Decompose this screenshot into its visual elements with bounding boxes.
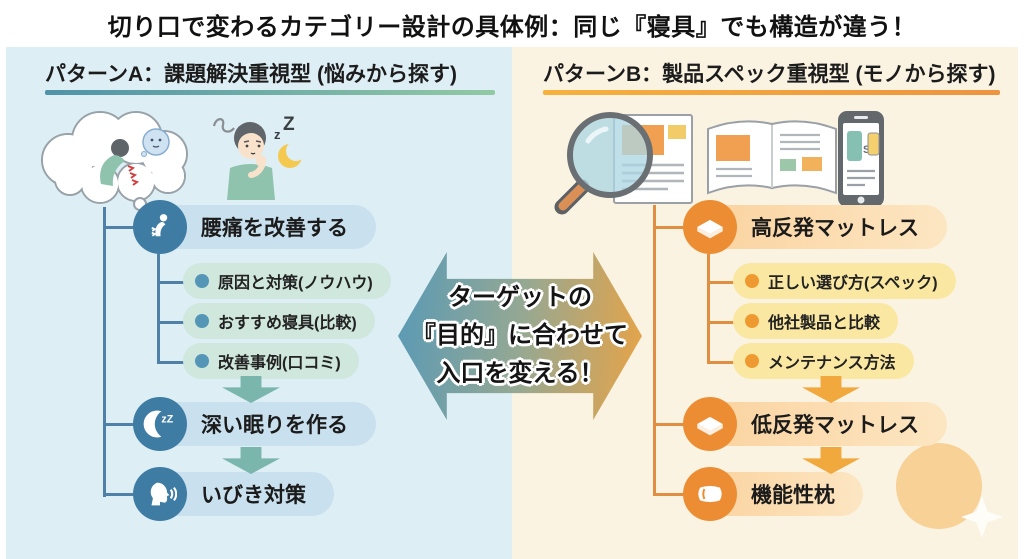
back-pain-person xyxy=(100,139,140,186)
center-arrow: ターゲットの 『目的』に合わせて 入口を変える！ xyxy=(398,252,642,420)
panel-a-underline xyxy=(45,90,495,95)
subcategory-label: メンテナンス方法 xyxy=(768,355,896,372)
subcategory-label: 原因と対策(ノウハウ) xyxy=(218,275,373,292)
sleepy-person-illustration: z Z xyxy=(212,114,306,200)
phone-label: S xyxy=(863,144,870,156)
bullet-dot xyxy=(195,314,209,328)
connector-line xyxy=(103,207,106,497)
panel-a-header: パターンA：課題解決重視型 (悩みから探す) xyxy=(45,63,457,86)
connector-line xyxy=(157,321,187,324)
connector-line xyxy=(653,205,656,495)
mini-thought-bubble xyxy=(141,128,170,157)
mattress-soft-icon xyxy=(683,397,737,451)
subcategory-node: 正しい選び方(スペック) xyxy=(733,263,956,299)
category-node-snoring: いびき対策 xyxy=(133,467,334,521)
subcategory-node: 改善事例(口コミ) xyxy=(183,343,359,379)
moon-zz-label: zZ xyxy=(161,414,173,426)
bullet-dot xyxy=(745,354,759,368)
bullet-dot xyxy=(195,354,209,368)
snore-icon xyxy=(133,467,187,521)
connector-line xyxy=(157,254,160,364)
moon-sleep-icon: zZ xyxy=(133,397,187,451)
connector-line xyxy=(707,361,737,364)
connector-line xyxy=(103,493,141,496)
magnifier-icon xyxy=(554,112,653,215)
subcategory-label: 改善事例(口コミ) xyxy=(218,355,341,372)
connector-line xyxy=(157,281,187,284)
connector-line xyxy=(653,423,691,426)
back-pain-icon xyxy=(133,200,187,254)
bullet-dot xyxy=(745,274,759,288)
sleep-z-big: Z xyxy=(283,114,295,135)
center-arrow-text-line: 『目的』に合わせて xyxy=(412,322,628,349)
panel-b-underline xyxy=(543,90,1000,95)
connector-line xyxy=(103,423,141,426)
thought-cloud-illustration xyxy=(41,111,188,216)
connector-line xyxy=(653,493,691,496)
mattress-firm-icon xyxy=(683,200,737,254)
category-node-back-pain: 腰痛を改善する xyxy=(133,200,376,254)
connector-line xyxy=(707,321,737,324)
moon-illustration xyxy=(278,141,306,168)
category-label: 深い眠りを作る xyxy=(155,402,376,446)
connector-line xyxy=(707,281,737,284)
subcategory-node: おすすめ寝具(比較) xyxy=(183,303,375,339)
bullet-dot xyxy=(745,314,759,328)
subcategory-label: 正しい選び方(スペック) xyxy=(768,275,938,292)
smartphone-illustration: S xyxy=(838,111,884,207)
subcategory-node: 原因と対策(ノウハウ) xyxy=(183,263,391,299)
bullet-dot xyxy=(195,274,209,288)
connector-line xyxy=(707,254,710,364)
category-node-deep-sleep: zZ 深い眠りを作る xyxy=(133,397,376,451)
subcategory-node: 他社製品と比較 xyxy=(733,303,899,339)
category-label: 腰痛を改善する xyxy=(155,205,376,249)
catalog-illustration xyxy=(707,120,837,195)
connector-line xyxy=(103,226,141,229)
connector-line xyxy=(653,226,691,229)
subcategory-label: おすすめ寝具(比較) xyxy=(218,315,357,332)
center-arrow-text-line: ターゲットの xyxy=(448,284,592,311)
product-research-illustration: S xyxy=(554,111,884,215)
category-label: いびき対策 xyxy=(155,472,334,516)
category-label: 低反発マットレス xyxy=(705,402,947,446)
worried-sleepers-illustration: z Z xyxy=(41,111,306,216)
sleep-z-small: z xyxy=(274,127,281,142)
subcategory-node: メンテナンス方法 xyxy=(733,343,914,379)
connector-line xyxy=(157,361,187,364)
subcategory-label: 他社製品と比較 xyxy=(768,315,881,332)
center-arrow-text-line: 入口を変える！ xyxy=(436,360,604,387)
panel-b-header: パターンB：製品スペック重視型 (モノから探す) xyxy=(543,63,996,86)
center-arrow-shape xyxy=(398,252,642,420)
category-node-pillow: 機能性枕 xyxy=(683,467,863,521)
page-title: 切り口で変わるカテゴリー設計の具体例：同じ『寝具』でも構造が違う！ xyxy=(107,14,917,41)
category-node-firm-mattress: 高反発マットレス xyxy=(683,200,947,254)
category-node-soft-mattress: 低反発マットレス xyxy=(683,397,947,451)
category-label: 高反発マットレス xyxy=(705,205,947,249)
pillow-icon xyxy=(683,467,737,521)
